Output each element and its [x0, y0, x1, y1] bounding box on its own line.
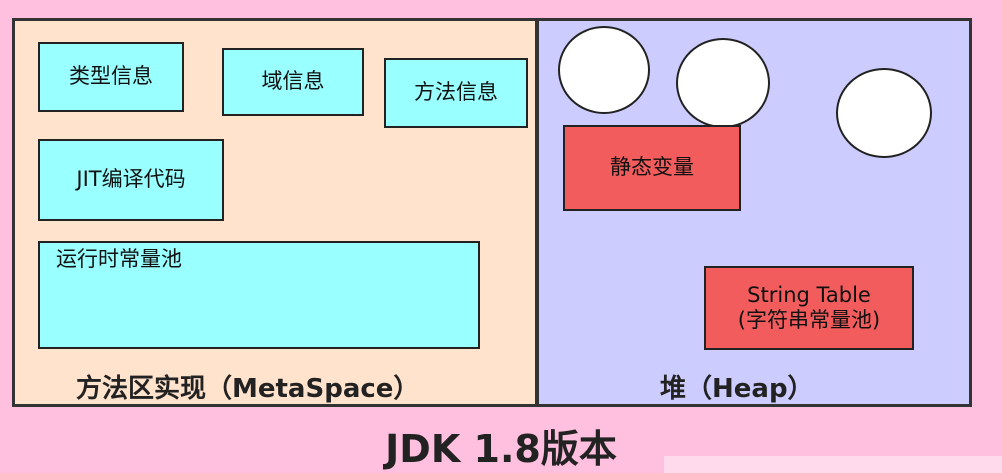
heap-object-circle	[676, 38, 770, 128]
runtime-constant-pool-box: 运行时常量池	[38, 241, 480, 349]
string-table-label: String Table	[747, 282, 871, 307]
static-variables-box: 静态变量	[563, 125, 741, 211]
field-info-box: 域信息	[222, 48, 364, 116]
field-info-label: 域信息	[261, 69, 325, 94]
type-info-box: 类型信息	[38, 42, 184, 112]
heap-title: 堆（Heap）	[660, 374, 814, 404]
metaspace-title: 方法区实现（MetaSpace）	[76, 374, 420, 404]
heap-object-circle	[558, 26, 650, 114]
method-info-box: 方法信息	[384, 58, 528, 128]
runtime-constant-pool-label: 运行时常量池	[56, 247, 182, 271]
jit-code-label: JIT编译代码	[76, 167, 186, 192]
heap-object-circle	[836, 68, 932, 158]
static-variables-label: 静态变量	[610, 155, 694, 180]
bottom-strip	[664, 456, 1002, 473]
string-table-box: String Table (字符串常量池)	[704, 266, 914, 350]
method-info-label: 方法信息	[414, 80, 498, 105]
version-caption: JDK 1.8版本	[385, 427, 617, 471]
string-table-sublabel: (字符串常量池)	[737, 308, 881, 332]
type-info-label: 类型信息	[69, 64, 153, 89]
jit-code-box: JIT编译代码	[38, 139, 224, 221]
